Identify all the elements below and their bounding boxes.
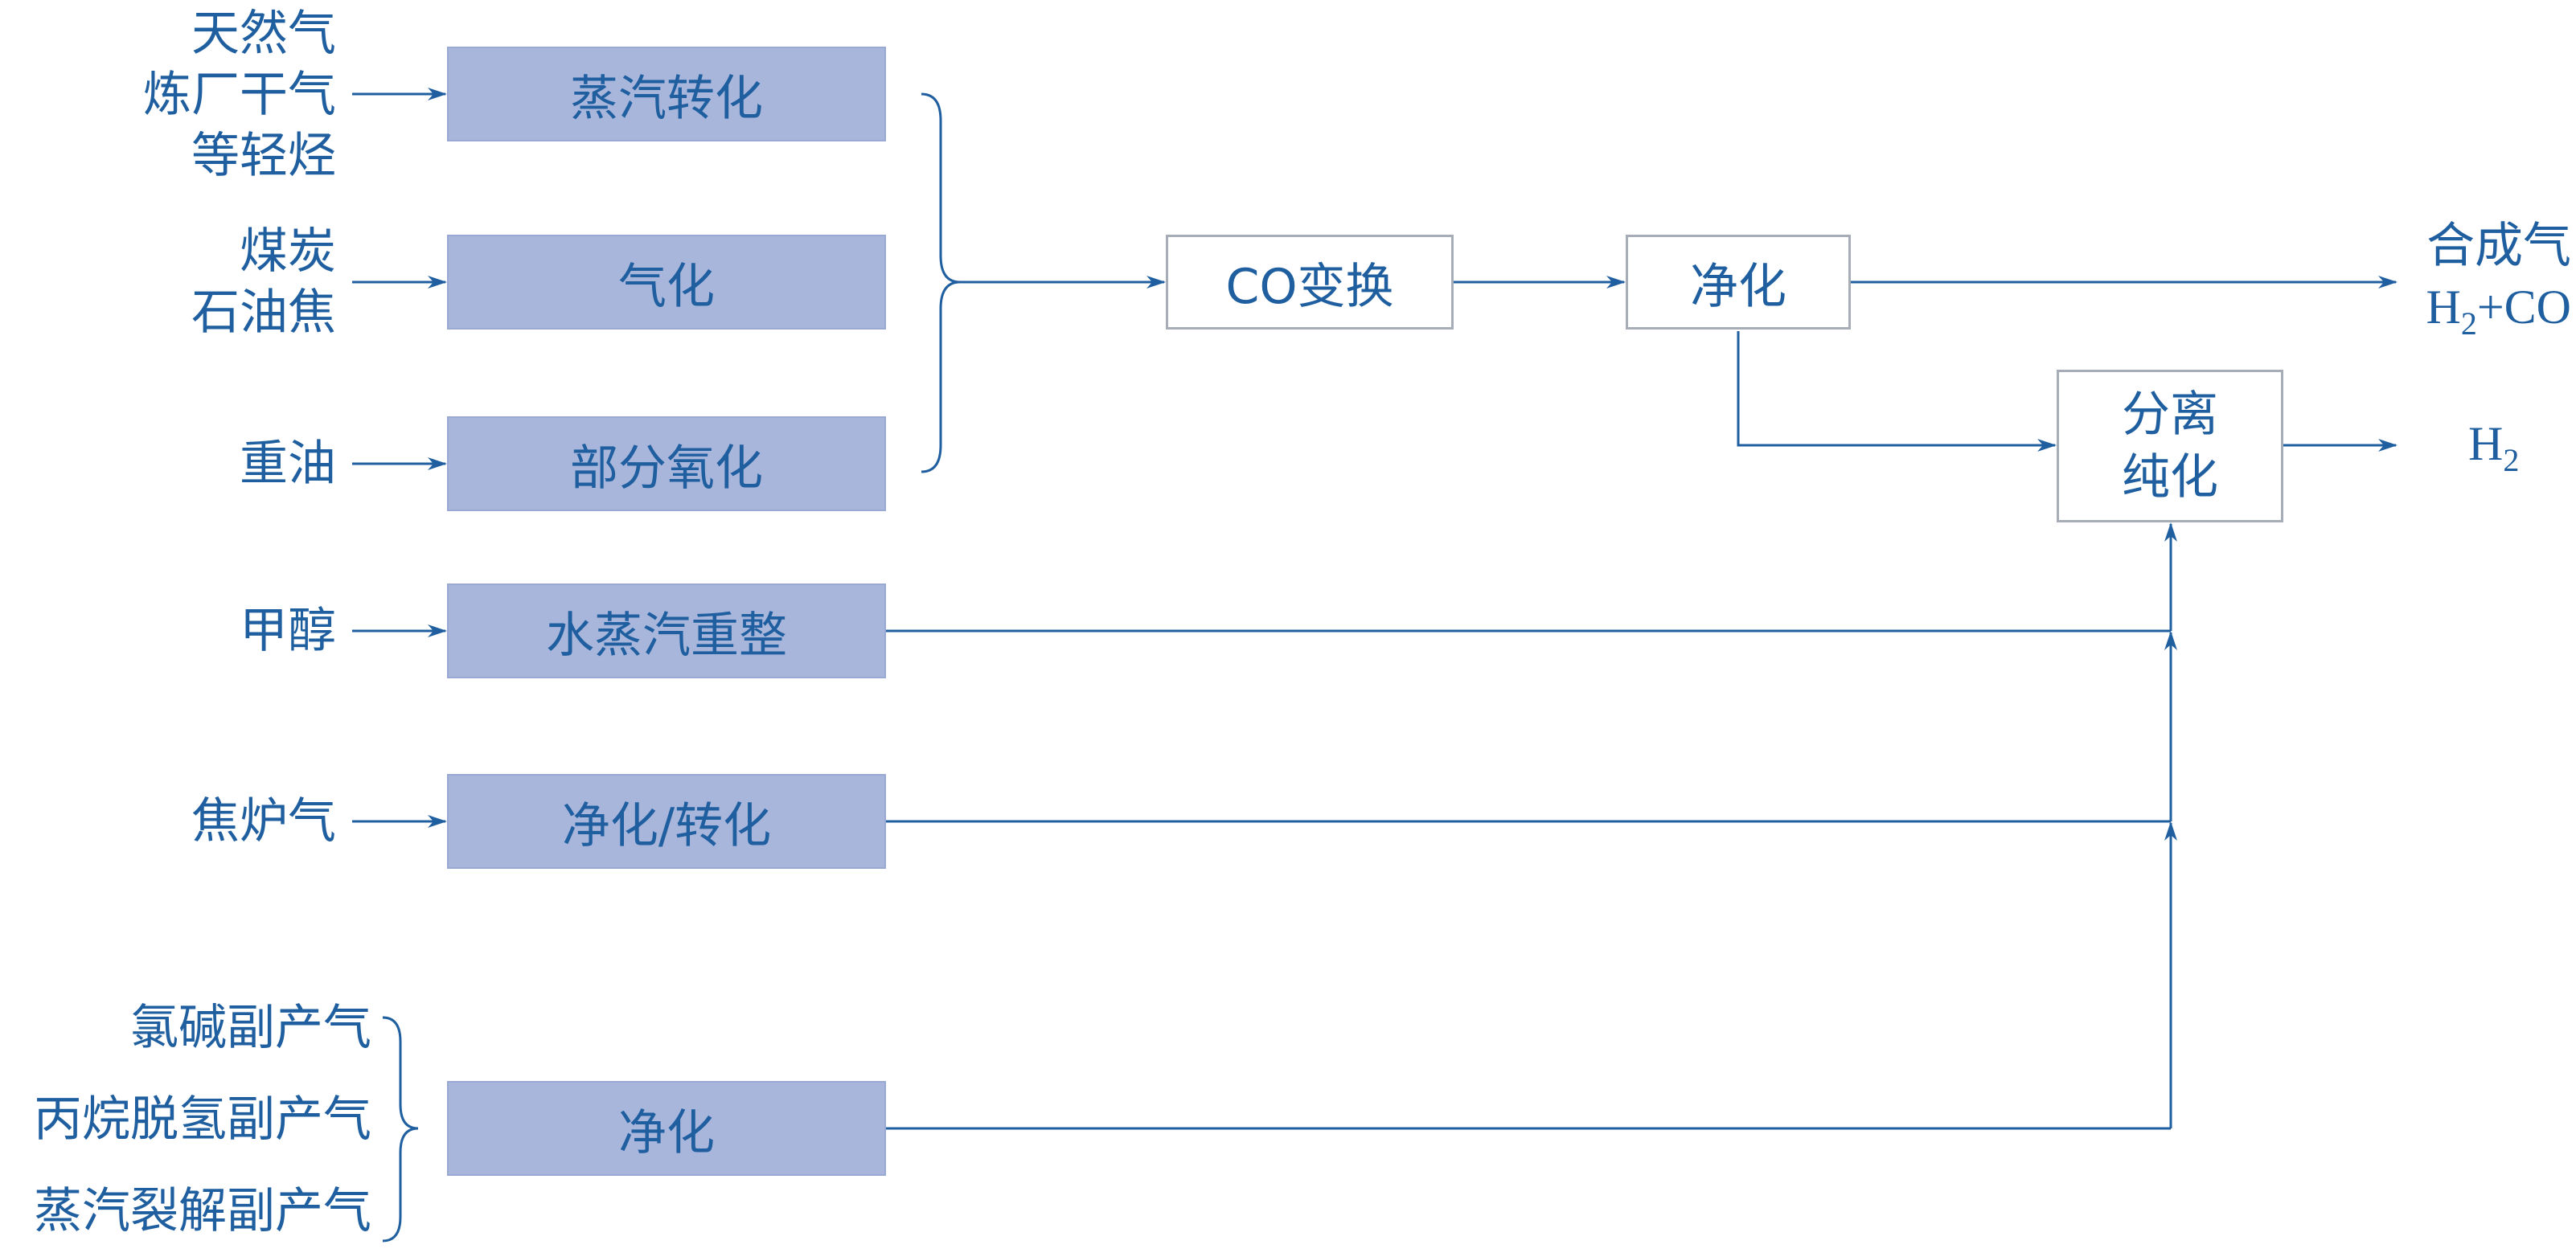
box-separation: 分离 纯化: [2057, 370, 2283, 522]
output-syngas: 合成气 H2+CO: [2426, 215, 2571, 342]
box-purify-bottom: 净化: [447, 1081, 886, 1176]
syngas-label: 合成气: [2426, 218, 2571, 274]
box-methanol-reforming: 水蒸汽重整: [447, 583, 886, 678]
box-purify-main: 净化: [1626, 235, 1851, 330]
brace-byproducts: [382, 1016, 419, 1243]
input-coal: 煤炭 石油焦: [191, 223, 336, 341]
brace-combine: [921, 92, 961, 473]
input-coke-oven-gas: 焦炉气: [191, 793, 336, 850]
input-natural-gas: 天然气 炼厂干气 等轻烃: [143, 6, 336, 184]
input-byproducts: 氯碱副产气 丙烷脱氢副产气 蒸汽裂解副产气: [34, 1000, 371, 1239]
box-steam-reforming: 蒸汽转化: [447, 47, 886, 141]
syngas-formula: H2+CO: [2426, 280, 2571, 342]
arrow-to-separation: [1737, 331, 2057, 452]
box-co-shift: CO变换: [1166, 235, 1454, 330]
input-methanol: 甲醇: [240, 603, 336, 659]
box-gasification: 气化: [447, 235, 886, 330]
output-hydrogen: H2: [2468, 417, 2520, 478]
box-partial-oxidation: 部分氧化: [447, 416, 886, 511]
input-heavy-oil: 重油: [240, 436, 336, 492]
box-purify-convert: 净化/转化: [447, 774, 886, 869]
